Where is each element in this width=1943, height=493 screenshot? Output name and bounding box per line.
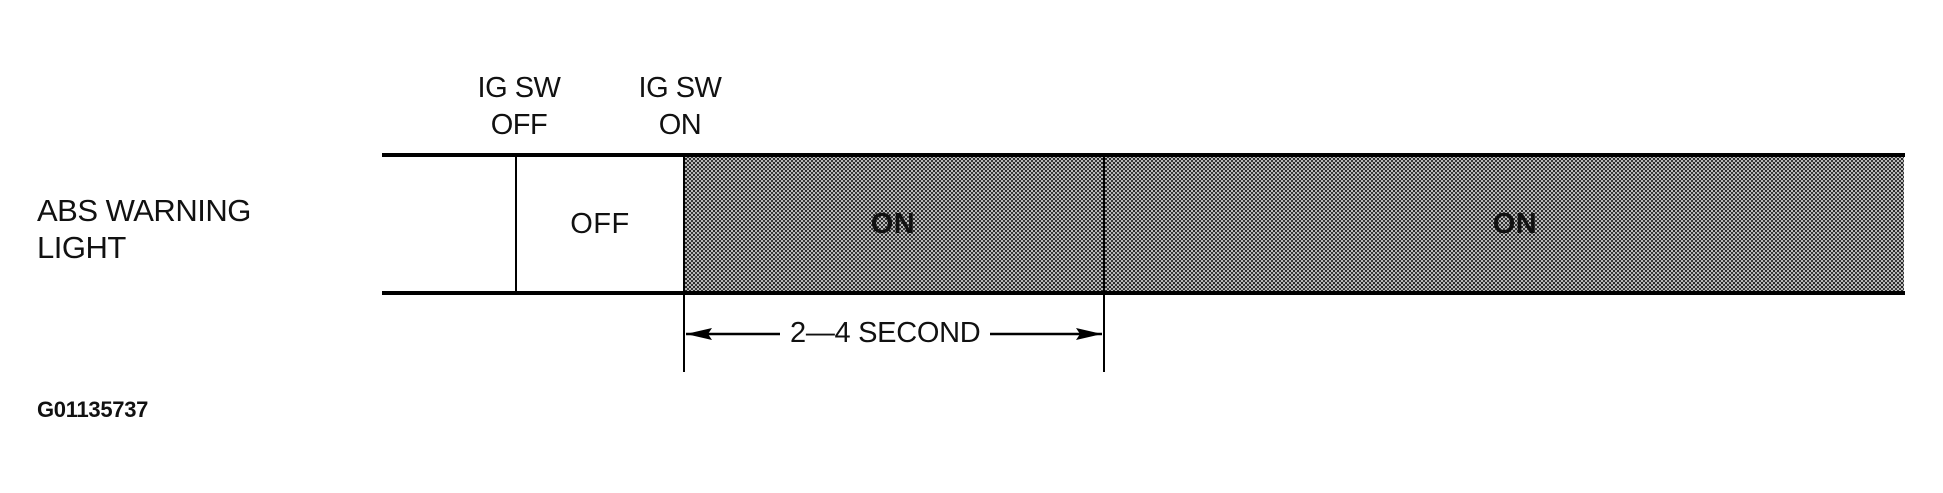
divider-end-initial [1103,155,1105,372]
event-label-ig-sw-on: IG SW ON [610,70,750,144]
event-label-line: IG SW [638,72,722,104]
segment-off-text: OFF [570,208,630,240]
band-top-line [382,153,1905,157]
event-label-ig-sw-off: IG SW OFF [449,70,589,144]
signal-label: ABS WARNING LIGHT [37,192,337,266]
signal-label-line-1: ABS WARNING [37,193,251,228]
band-bottom-line [382,291,1905,295]
segment-on-steady-text: ON [1492,208,1538,240]
segment-on-steady [1104,157,1904,293]
dimension-label: 2—4 SECOND [780,317,991,350]
event-label-line: OFF [490,109,548,141]
segment-on-initial-text: ON [870,208,916,240]
signal-label-line-2: LIGHT [37,230,126,265]
event-label-line: ON [658,109,702,141]
arrowhead-left-icon [686,328,712,340]
arrowhead-right-icon [1076,328,1102,340]
divider-ig-sw-off [515,155,517,293]
figure-id: G01135737 [37,397,149,422]
event-label-line: IG SW [477,72,561,104]
segment-on-initial [684,157,1104,293]
divider-ig-sw-on [683,155,685,372]
